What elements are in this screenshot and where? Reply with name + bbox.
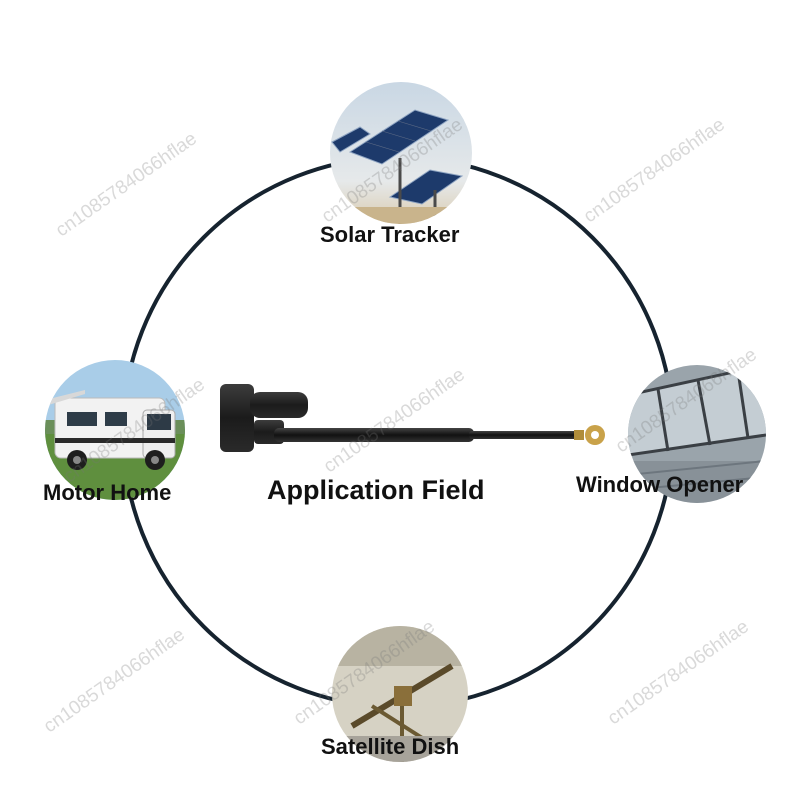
- linear-actuator-photo-icon: [220, 384, 605, 452]
- solar-panel-photo-icon: [330, 82, 472, 224]
- satellite-dish-label: Satellite Dish: [321, 734, 460, 759]
- watermark-text: cn1085784066hflae: [40, 624, 189, 738]
- watermark-text: cn1085784066hflae: [52, 128, 201, 242]
- window-opener-label: Window Opener: [576, 472, 744, 497]
- solar-tracker-label: Solar Tracker: [320, 222, 460, 247]
- motor-home-image: [45, 360, 185, 500]
- motor-home-label: Motor Home: [43, 480, 172, 505]
- linear-actuator-image: [214, 378, 614, 460]
- solar-tracker-image: [330, 82, 472, 224]
- application-field-title: Application Field: [267, 475, 485, 505]
- watermark-text: cn1085784066hflae: [604, 616, 753, 730]
- motorhome-photo-icon: [45, 360, 185, 500]
- watermark-text: cn1085784066hflae: [580, 114, 729, 228]
